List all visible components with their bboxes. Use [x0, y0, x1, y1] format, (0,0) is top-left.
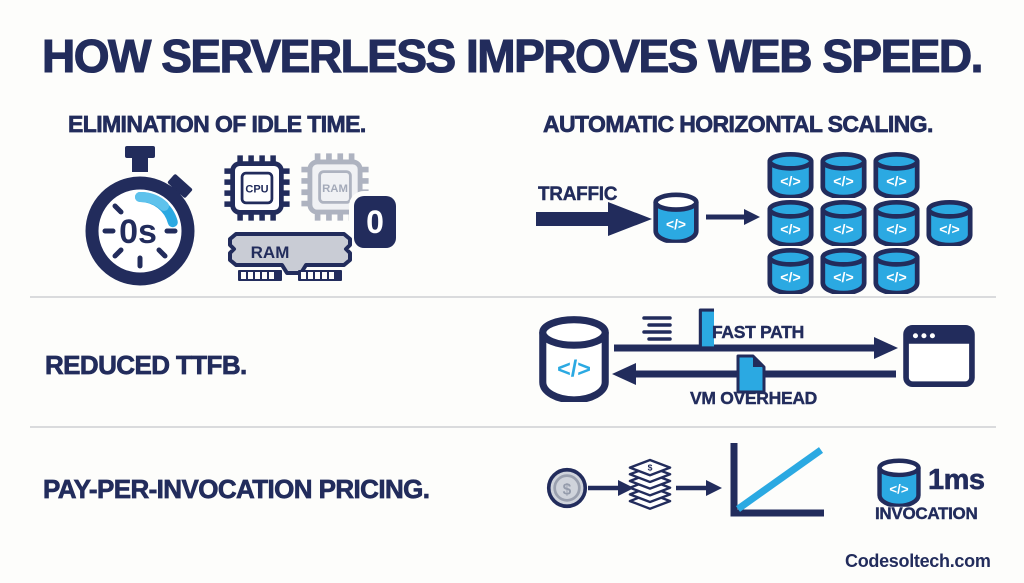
zero-badge-value: 0 [366, 203, 384, 240]
page-title: HOW SERVERLESS IMPROVES WEB SPEED. [41, 29, 983, 82]
serverless-instance-icon [872, 247, 921, 294]
serverless-instance-icon [766, 247, 815, 294]
heading-automatic-scaling: AUTOMATIC HORIZONTAL SCALING. [543, 111, 934, 138]
invocation-time: 1ms [928, 464, 986, 497]
serverless-instance-icon [819, 199, 868, 246]
invocation-label: INVOCATION [875, 504, 978, 523]
dollar-glyph: $ [648, 462, 653, 472]
serverless-instance-icon [652, 191, 700, 243]
cpu-label: CPU [245, 184, 268, 196]
ram-chip-label: RAM [322, 183, 348, 195]
heading-pay-per-invocation: PAY-PER-INVOCATION PRICING. [43, 474, 431, 505]
stopwatch-icon: 0s [85, 146, 195, 286]
divider [30, 296, 996, 298]
scale-out-arrow-icon [706, 209, 760, 225]
flow-arrow-icon [588, 480, 634, 496]
fast-path-label: FAST PATH [712, 322, 805, 342]
browser-window-icon [903, 324, 975, 388]
serverless-instance-icon [819, 151, 868, 198]
invocation-cylinder-icon [876, 457, 922, 507]
serverless-instance-icon [872, 151, 921, 198]
brand-footer: Codesoltech.com [845, 551, 991, 571]
vm-overhead-label: VM OVERHEAD [690, 388, 818, 408]
ram-stick-icon: RAM [228, 232, 352, 281]
coin-icon: $ [546, 467, 588, 509]
zero-badge: 0 [354, 196, 396, 248]
function-cylinder-icon [536, 314, 612, 402]
traffic-label: TRAFFIC [538, 184, 618, 205]
flow-arrow-icon [676, 480, 722, 496]
dollar-glyph: $ [563, 481, 572, 498]
serverless-instance-icon [766, 151, 815, 198]
money-stack-icon: $ [628, 458, 672, 510]
traffic-arrow-icon [536, 202, 652, 236]
serverless-instance-icon [872, 199, 921, 246]
serverless-instance-icon [766, 199, 815, 246]
fast-path-arrow-icon [614, 337, 898, 359]
cpu-chip-icon: CPU [224, 155, 290, 221]
serverless-instance-icon [819, 247, 868, 294]
scaling-grid [766, 151, 974, 295]
heading-elimination-idle-time: ELIMINATION OF IDLE TIME. [68, 111, 367, 138]
heading-reduced-ttfb: REDUCED TTFB. [45, 350, 248, 381]
ram-stick-label: RAM [251, 243, 290, 262]
cost-chart-icon [730, 443, 824, 517]
divider [30, 426, 996, 428]
speed-document-icon [642, 307, 714, 349]
stopwatch-value: 0s [119, 213, 157, 251]
ram-chip-icon: RAM [301, 153, 369, 221]
serverless-instance-icon [925, 199, 974, 246]
